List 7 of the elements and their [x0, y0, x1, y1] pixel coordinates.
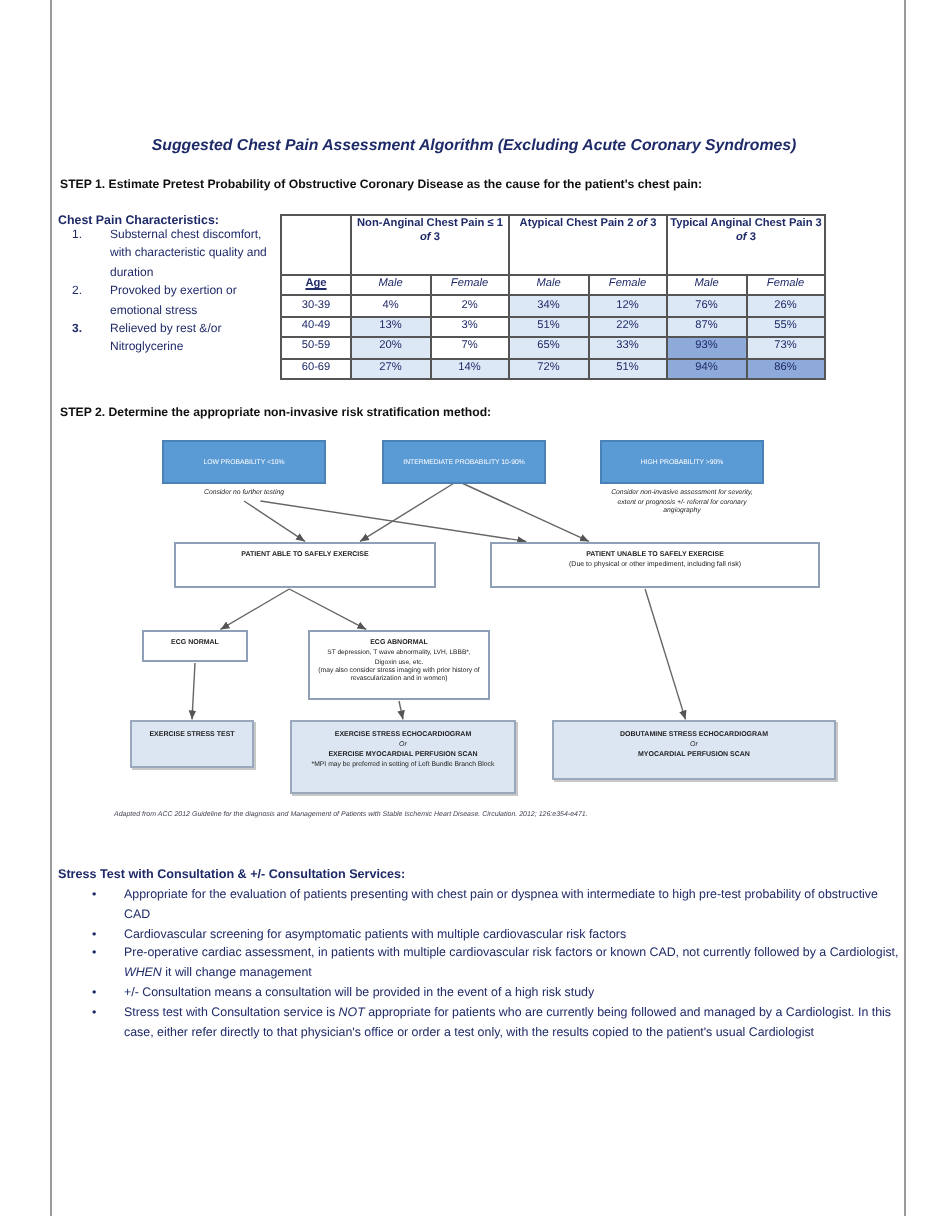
arrow: [243, 500, 306, 543]
arrow: [259, 500, 527, 544]
arrow: [644, 588, 687, 721]
arrow: [397, 700, 405, 721]
arrow: [219, 588, 290, 631]
arrow: [288, 588, 367, 631]
arrow: [188, 662, 197, 721]
